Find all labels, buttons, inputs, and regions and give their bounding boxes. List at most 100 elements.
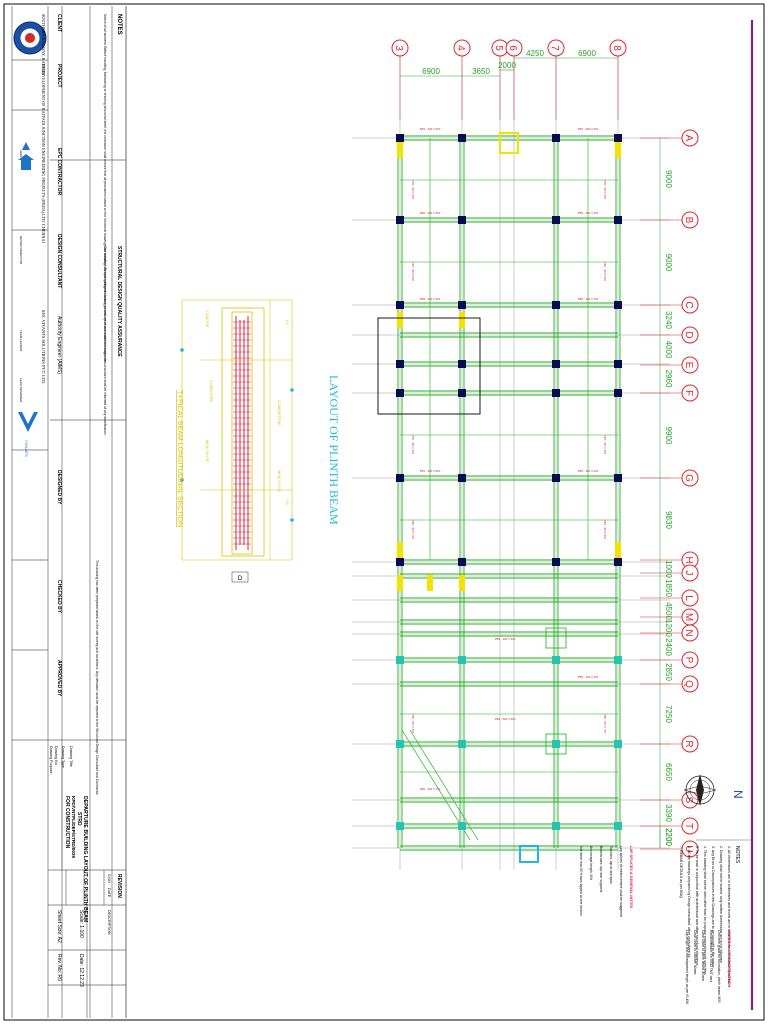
revision-col-desc: DESCRIPTION: [107, 910, 111, 935]
grid-letter-M: M: [683, 613, 694, 621]
side-dim-3: 4000: [664, 341, 673, 359]
side-dim-2: 3240: [664, 311, 673, 329]
beam-label-vert: PB2 - 400 X 600: [603, 262, 607, 282]
project-value: REDEVELOPMENT OF KATPADI JUNCTION: [41, 64, 46, 147]
designed-label: DESIGNED BY: [56, 470, 62, 505]
rnotes-line: 5. To be read in conjunction with archit…: [695, 846, 699, 966]
svg-text:VIVANTS: VIVANTS: [24, 440, 29, 457]
section-depth-label: D: [238, 576, 243, 582]
beam-label: PB2 - 400 X 600: [578, 469, 599, 473]
side-dim-9: 4500: [664, 602, 673, 620]
rnotes-line: 6. All the drawings prepared by Design c…: [687, 846, 691, 958]
drawing-purpose-label: Drawing Purpose: [49, 746, 53, 774]
beam-label-vert: PB5 - 300 X 450: [411, 435, 415, 455]
section-label-l3b: L/3: [285, 500, 289, 505]
right-notes-panel: N NOTES 1. All dimensions are in millime…: [579, 774, 752, 1004]
drawing-purpose: FOR CONSTRUCTION: [64, 796, 70, 849]
beam-section-detail: D 2-20Ø TOP 2-16Ø EXTRA 8Ø @ 150 C/C 2-2…: [176, 299, 294, 583]
consultant-label: DESIGN CONSULTANT: [56, 234, 62, 288]
lnotes-line: Top bars: lap at mid span: [609, 846, 613, 884]
approved-label: APPROVED BY: [56, 660, 62, 697]
columns: [396, 132, 622, 863]
grid-number-6: 6: [507, 45, 518, 51]
side-dim-4: 2960: [664, 370, 673, 388]
agm-label: AGM: [19, 150, 23, 157]
beam-label: PB6 - 400 X 750: [420, 787, 441, 791]
revision-col-sno: S.NO: [107, 874, 111, 883]
rnotes-line: 4. This drawing shall not be used other …: [703, 846, 707, 975]
grid-number-7: 7: [549, 45, 560, 51]
side-dim-6: 9830: [664, 511, 673, 529]
beam-label-vert: PB6 - 400 X 750: [603, 714, 607, 734]
grid-letter-G: G: [683, 474, 694, 482]
compass-north-label: N: [731, 790, 745, 799]
beam-label: PB1 - 400 X 600: [420, 469, 441, 473]
beam-lines: [397, 135, 621, 851]
grid-number-8: 8: [611, 45, 622, 51]
lead-designer: LEAD DESIGNER: [19, 378, 23, 403]
beam-label: PB3 - 300 X 600: [420, 297, 441, 301]
section-title: TYPICAL BEAM LONGITUDINAL SECTION: [176, 390, 183, 527]
grid-letter-D: D: [683, 331, 694, 338]
sheet-size: Sheet Size: A2: [56, 910, 62, 943]
side-dim-10: 1200: [664, 619, 673, 637]
mnotes-line: Reinforcement: Fe 500D TMT bars: [709, 930, 713, 983]
grid-letter-J: J: [683, 571, 694, 576]
revision-col-date: DATE: [107, 888, 111, 898]
quality-note: Site drawing has been prepared based on …: [103, 246, 107, 435]
railway-logo: [13, 21, 47, 55]
lap-title: LAP SPLICES & GENERAL NOTES: [629, 846, 633, 909]
consultant-value: M/S. VIVANTS SOLUTIONS PVT. LTD.: [41, 310, 46, 384]
rev-no: Rev. No: R0: [56, 954, 62, 981]
side-dim-17: 2200: [664, 828, 673, 846]
beam-label: PB4 - 400 X 600: [495, 717, 516, 721]
scale-value: Scale: 1:100: [78, 910, 84, 938]
beam-label: PB5 - 300 X 450: [578, 211, 599, 215]
section-label-stirrup-b: 8Ø @ 100 C/C: [277, 470, 281, 493]
beam-label: PB1 - 400 X 600: [420, 127, 441, 131]
authority-label: Authority Engineer (AIMS): [56, 316, 62, 374]
side-dim-8: 1850: [664, 579, 673, 597]
side-dim-12: 2850: [664, 663, 673, 681]
title-block: VIVANTS NOTES Notice of all workers: Bef…: [11, 6, 126, 1018]
beam-label-vert: PB6 - 400 X 750: [411, 520, 415, 540]
side-dim-5: 9900: [664, 427, 673, 445]
beam-label-vert: PB5 - 300 X 450: [411, 714, 415, 734]
grid-letter-B: B: [683, 217, 694, 224]
section-label-stirrup-a: 8Ø @ 150 C/C: [205, 440, 209, 463]
mnotes-line: Clear cover to column: 40mm: [693, 930, 697, 974]
vivants-logo: VIVANTS: [18, 412, 38, 457]
notes-text: Notice of all workers: Before handling, …: [103, 14, 107, 364]
beam-label: PB5 - 300 X 450: [578, 675, 599, 679]
beam-label-vert: PB4 - 400 X 600: [411, 262, 415, 282]
grid-letter-L: L: [683, 595, 694, 601]
top-dim-0: 6900: [422, 67, 440, 76]
beam-label-vert: PB1 - 400 X 600: [603, 180, 607, 200]
notes-header: NOTES: [116, 14, 122, 35]
top-dim-4: 6900: [578, 49, 596, 58]
grid-letter-H: H: [683, 556, 694, 563]
design-director: DESIGN DIRECTOR: [19, 236, 23, 265]
right-notes-title: NOTES: [734, 846, 740, 864]
section-label-extra: 2-16Ø EXTRA: [209, 380, 213, 402]
side-dim-15: 3390: [664, 804, 673, 822]
grid-lines: [352, 40, 670, 870]
grid-letter-T: T: [683, 823, 694, 829]
top-dim-3: 4250: [526, 49, 544, 58]
date-value: Date: 12.12.23: [78, 954, 84, 987]
grid-letter-Q: Q: [683, 680, 694, 688]
section-label-l3a: L/3: [285, 320, 289, 325]
side-dim-0: 9000: [664, 170, 673, 188]
beam-label: PB4 - 400 X 600: [578, 127, 599, 131]
beam-label: PB6 - 400 X 750: [578, 297, 599, 301]
side-dim-7: 1000: [664, 560, 673, 578]
drawing-title: DEPARTURE BUILDING LAYOUT OF PLINTH BEAM: [82, 796, 88, 922]
side-dim-11: 2400: [664, 638, 673, 656]
rnotes-line: 7. REBAR DETAILS as per BOQ: [679, 846, 683, 898]
side-dim-16: 2200: [664, 828, 673, 846]
team-leader: TEAM LEADER: [19, 330, 23, 352]
